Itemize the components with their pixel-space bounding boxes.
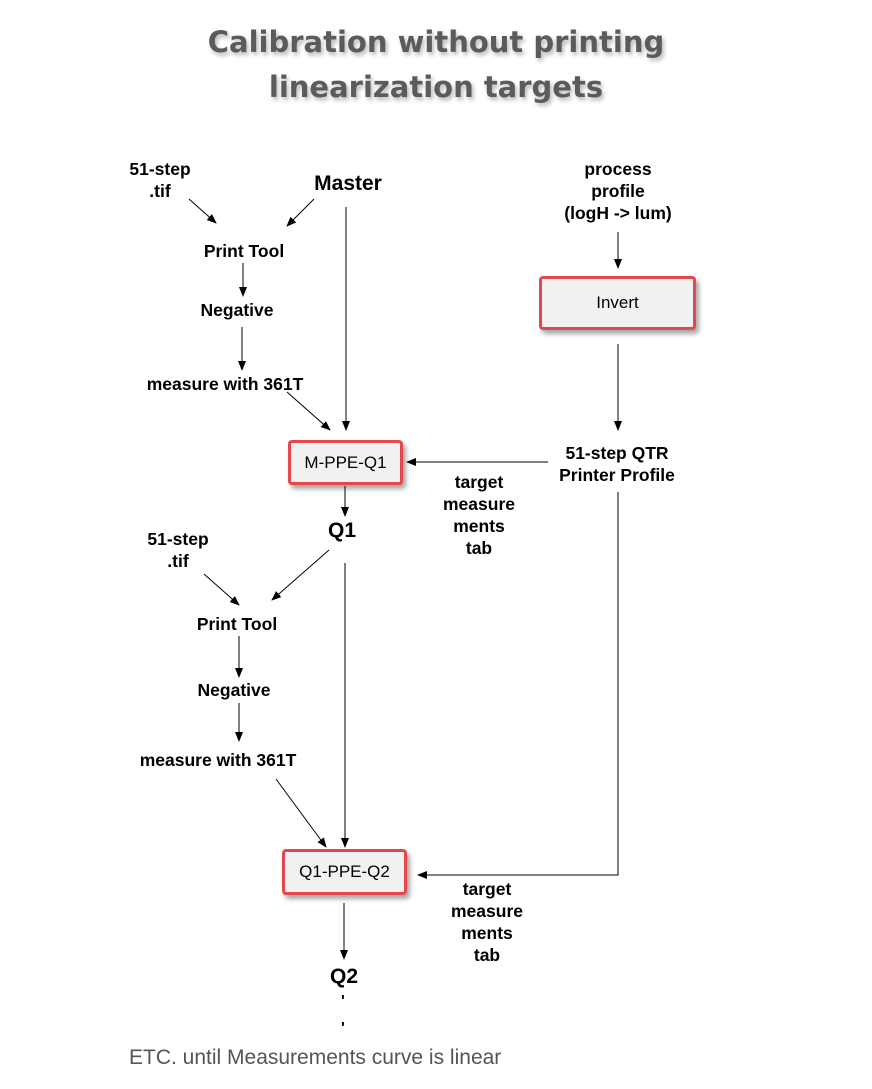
box-q1-ppe-q2[interactable]: Q1-PPE-Q2: [282, 849, 407, 895]
label-51-step-tif-bottom: 51-step.tif: [147, 529, 209, 571]
label-measure-top: measure with 361T: [146, 374, 304, 394]
label-51-step-tif-top: 51-step.tif: [129, 159, 191, 201]
box-m-ppe-q1[interactable]: M-PPE-Q1: [288, 440, 403, 485]
arrow-master-to-printtool: [286, 198, 315, 227]
label-q2: Q2: [329, 965, 359, 988]
box-invert[interactable]: Invert: [539, 276, 696, 330]
footer-note: ETC. until Measurements curve is linear: [129, 1046, 502, 1069]
arrow-qtr-to-q1ppe: [417, 492, 619, 879]
label-print-tool-top: Print Tool: [203, 241, 285, 261]
label-q1: Q1: [327, 519, 357, 542]
arrow-q1-to-printtool2: [271, 549, 330, 601]
title-line-1: Calibration without printing: [207, 25, 665, 59]
continuation-mark-1: ': [341, 993, 345, 1010]
label-master: Master: [314, 172, 382, 195]
label-measure-bottom: measure with 361T: [139, 750, 297, 770]
arrow-tif2-to-printtool2: [203, 573, 240, 606]
label-print-tool-bottom: Print Tool: [196, 614, 278, 634]
arrow-measure2-to-q1ppe: [275, 778, 327, 848]
label-negative-bottom: Negative: [197, 680, 271, 700]
title-line-2: linearization targets: [268, 70, 604, 104]
arrow-measure-to-mppe: [286, 391, 331, 431]
arrow-tif-to-printtool: [188, 198, 217, 224]
label-negative-top: Negative: [200, 300, 274, 320]
continuation-mark-2: ': [341, 1020, 345, 1037]
